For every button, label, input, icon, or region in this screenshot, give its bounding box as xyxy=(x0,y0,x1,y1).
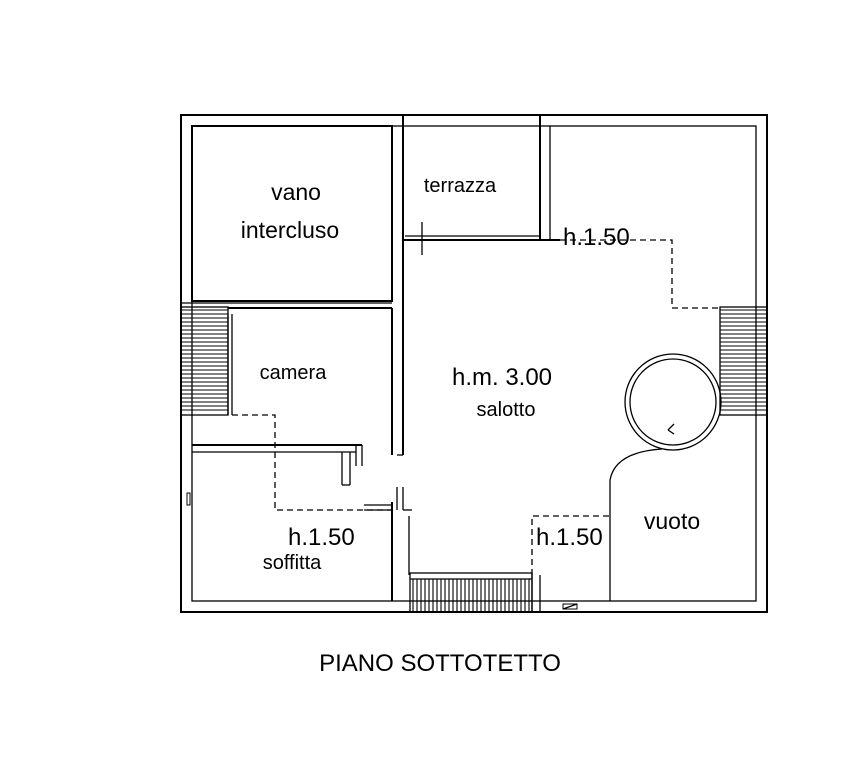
room-vano-intercluso xyxy=(181,125,393,304)
bottom-entrance xyxy=(409,572,578,613)
height-label-top-right: h.1.50 xyxy=(563,224,630,251)
room-label-salotto: salotto xyxy=(477,399,536,421)
plan-title: PIANO SOTTOTETTO xyxy=(319,650,561,677)
hatch-right xyxy=(720,309,767,411)
height-label-bottom-mid: h.1.50 xyxy=(536,524,603,551)
stair-hatch-bottom xyxy=(412,579,530,612)
room-terrazza xyxy=(402,115,560,255)
low-height-lines xyxy=(232,239,722,575)
room-label-camera: camera xyxy=(260,362,328,384)
room-label-terrazza: terrazza xyxy=(424,175,497,197)
side-hatches xyxy=(180,306,768,416)
spiral-staircase xyxy=(624,353,722,451)
height-label-salotto: h.m. 3.00 xyxy=(452,364,552,391)
room-label-intercluso: intercluso xyxy=(241,217,339,243)
room-label-vuoto: vuoto xyxy=(644,508,700,534)
room-label-soffitta: soffitta xyxy=(263,552,322,574)
room-vuoto xyxy=(609,448,663,601)
hatch-left xyxy=(181,309,228,411)
room-soffitta xyxy=(186,487,412,601)
room-label-vano: vano xyxy=(271,179,321,205)
height-label-bottom-left: h.1.50 xyxy=(288,524,355,551)
